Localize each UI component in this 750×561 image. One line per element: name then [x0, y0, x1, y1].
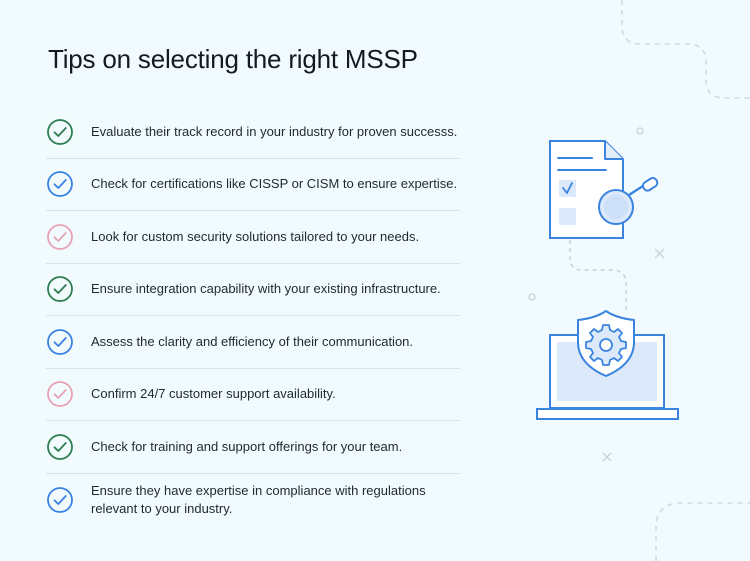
check-circle-icon [47, 381, 73, 408]
tip-text: Assess the clarity and efficiency of the… [91, 333, 414, 349]
tip-item: Assess the clarity and efficiency of the… [46, 316, 460, 369]
tip-text: Look for custom security solutions tailo… [91, 228, 420, 244]
check-circle-icon [47, 276, 73, 303]
tip-item: Check for certifications like CISSP or C… [46, 159, 460, 211]
check-circle-icon [47, 118, 73, 145]
laptop-shield-gear-icon [536, 310, 679, 420]
document-search-icon [549, 140, 659, 239]
tip-item: Ensure integration capability with your … [46, 264, 460, 316]
deco-circle [636, 127, 644, 135]
tip-item: Ensure they have expertise in compliance… [46, 474, 460, 527]
check-circle-icon [47, 433, 73, 460]
check-circle-icon [47, 486, 73, 513]
page-title: Tips on selecting the right MSSP [48, 44, 418, 74]
tip-item: Look for custom security solutions tailo… [46, 211, 460, 264]
tip-text: Evaluate their track record in your indu… [91, 123, 458, 139]
deco-cross [602, 452, 612, 462]
tip-item: Confirm 24/7 customer support availabili… [46, 369, 460, 421]
deco-circle [528, 293, 536, 301]
tip-text: Check for certifications like CISSP or C… [91, 176, 458, 192]
check-circle-icon [47, 171, 73, 198]
dashed-connector [569, 240, 627, 310]
tip-item: Check for training and support offerings… [46, 421, 460, 474]
deco-cross [654, 248, 665, 259]
check-circle-icon [47, 328, 73, 355]
check-circle-icon [47, 223, 73, 250]
tip-item: Evaluate their track record in your indu… [46, 106, 460, 159]
tip-text: Ensure they have expertise in compliance… [91, 482, 426, 516]
tip-text: Ensure integration capability with your … [91, 281, 441, 297]
tip-text: Check for training and support offerings… [91, 438, 403, 454]
tip-text: Confirm 24/7 customer support availabili… [91, 386, 336, 402]
tips-list: Evaluate their track record in your indu… [46, 106, 460, 526]
